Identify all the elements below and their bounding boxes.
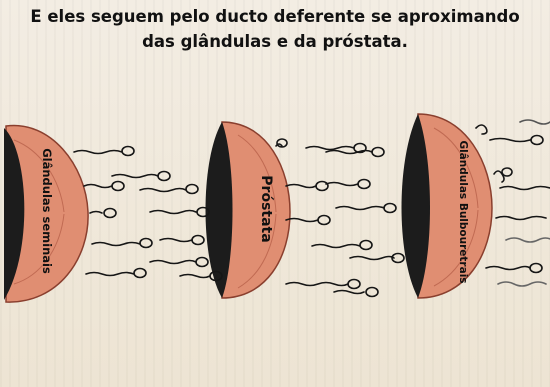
caption: E eles seguem pelo ducto deferente se ap… (0, 4, 550, 54)
sperm-cells (73, 119, 550, 298)
sperm (333, 286, 379, 298)
caption-line-2: das glândulas e da próstata. (142, 32, 408, 51)
sperm (83, 180, 125, 192)
sperm (493, 167, 513, 183)
label-bulbourethral-glands: Glândulas Bulbouretrais (457, 140, 469, 283)
sperm (499, 185, 550, 191)
sperm (159, 234, 205, 246)
gland-seminal-vesicles: Glândulas seminais (4, 124, 89, 303)
sperm (485, 262, 543, 274)
sperm (179, 270, 223, 282)
sperm (285, 278, 361, 290)
sperm (311, 239, 373, 251)
sperm (149, 206, 210, 218)
sperm (505, 237, 550, 243)
sperm (349, 252, 405, 264)
sperm (91, 237, 153, 249)
sperm (85, 267, 147, 279)
label-seminal-glands: Glândulas seminais (40, 148, 54, 274)
sperm (519, 119, 550, 125)
sperm (111, 170, 171, 182)
sperm (275, 138, 288, 148)
sperm (285, 214, 331, 226)
label-prostate: Próstata (258, 175, 274, 242)
sperm (497, 281, 547, 287)
sperm (89, 207, 117, 219)
sperm (489, 134, 544, 146)
sperm (305, 142, 367, 154)
gland-bulbourethral: Glândulas Bulbouretrais (401, 113, 493, 299)
gland-prostate: Próstata (205, 121, 291, 299)
sperm (475, 124, 488, 135)
caption-line-1: E eles seguem pelo ducto deferente se ap… (30, 7, 520, 26)
sperm (325, 146, 385, 158)
sperm (139, 183, 199, 195)
sperm (325, 178, 371, 190)
sperm (495, 215, 547, 221)
sperm (73, 145, 135, 157)
sperm (285, 180, 329, 192)
sperm (149, 256, 209, 268)
sperm (335, 202, 397, 214)
